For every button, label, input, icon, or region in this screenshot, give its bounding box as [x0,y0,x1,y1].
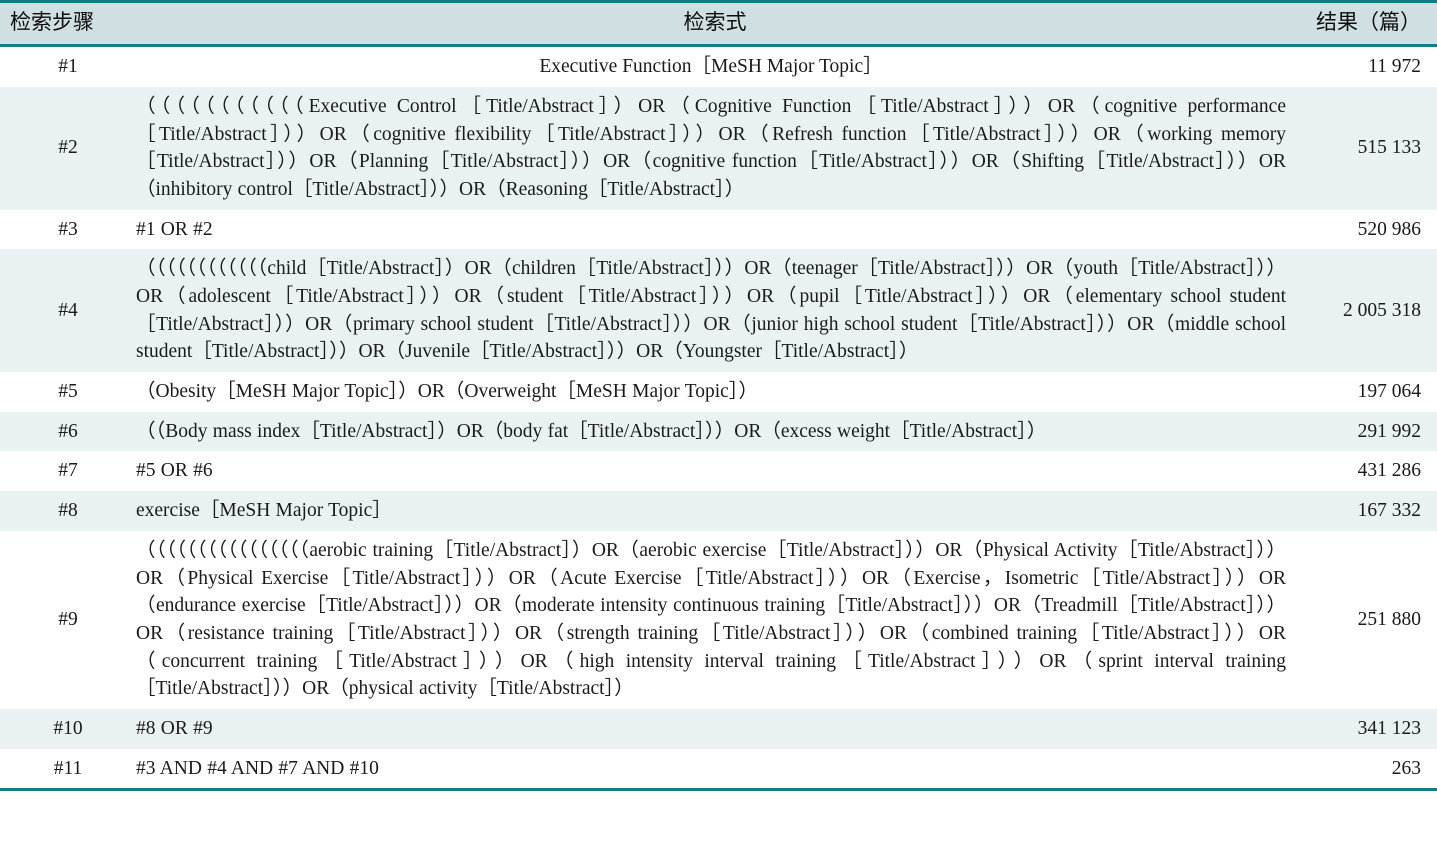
cell-search-query: （（（（（（（（（（（Executive Control［Title/Abstr… [136,95,1286,200]
cell-result-count: 167 332 [1357,500,1421,522]
cell-result-count: 431 286 [1357,460,1421,482]
cell-result-count: 197 064 [1357,381,1421,403]
table-row: #4 （（（（（（（（（（（（child［Title/Abstract］）OR（c… [0,249,1437,373]
table-row: #9 （（（（（（（（（（（（（（（（aerobic training［Title… [0,530,1437,709]
cell-search-step: #10 [53,717,83,739]
cell-search-step: #11 [0,748,130,792]
cell-result-count: 11 972 [1368,56,1421,78]
cell-search-step: #8 [58,500,78,522]
cell-result-count: 263 [1300,748,1437,792]
cell-search-step: #2 [58,137,78,159]
cell-search-query: （Obesity［MeSH Major Topic］）OR（Overweight… [136,381,759,403]
cell-search-query: #3 AND #4 AND #7 AND #10 [130,748,1300,792]
table-body: #1 Executive Function［MeSH Major Topic］ 11… [0,45,1437,792]
table-row: #8 exercise［MeSH Major Topic］ 167 332 [0,491,1437,531]
cell-search-query: #1 OR #2 [136,218,213,240]
column-header-result: 结果（篇） [1300,0,1437,48]
cell-search-step: #4 [58,299,78,321]
column-header-step: 检索步骤 [0,0,130,48]
cell-result-count: 2 005 318 [1343,299,1421,321]
cell-search-query: #8 OR #9 [136,717,213,739]
cell-search-step: #3 [58,218,78,240]
search-strategy-table: 检索步骤 检索式 结果（篇） #1 Executive Function［MeSH… [0,0,1437,792]
cell-result-count: 291 992 [1357,420,1421,442]
table-row: #7 #5 OR #6 431 286 [0,451,1437,492]
cell-search-step: #6 [58,420,78,442]
cell-search-step: #5 [58,381,78,403]
cell-search-step: #9 [58,609,78,631]
cell-result-count: 515 133 [1357,137,1421,159]
table-header: 检索步骤 检索式 结果（篇） [0,0,1437,48]
table-row: #1 Executive Function［MeSH Major Topic］ 11… [0,45,1437,87]
cell-search-query: （（（（（（（（（（（（child［Title/Abstract］）OR（chi… [136,258,1286,363]
cell-search-query: exercise［MeSH Major Topic］ [136,500,392,522]
cell-search-step: #1 [58,56,78,78]
cell-search-query: Executive Function［MeSH Major Topic］ [539,56,883,78]
cell-search-query: #5 OR #6 [136,460,213,482]
cell-search-query: （（（（（（（（（（（（（（（（aerobic training［Title/A… [136,539,1286,700]
cell-search-step: #7 [58,460,78,482]
table-row: #6 （（Body mass index［Title/Abstract］）OR（b… [0,411,1437,452]
cell-result-count: 251 880 [1357,609,1421,631]
table-row: #3 #1 OR #2 520 986 [0,209,1437,250]
table-row: #2 （（（（（（（（（（（Executive Control［Title/Abs… [0,86,1437,210]
table-row: #10 #8 OR #9 341 123 [0,708,1437,749]
header-row: 检索步骤 检索式 结果（篇） [0,0,1437,48]
cell-result-count: 520 986 [1357,218,1421,240]
table-row: #5 （Obesity［MeSH Major Topic］）OR（Overweig… [0,372,1437,412]
column-header-query: 检索式 [130,0,1300,48]
cell-search-query: （（Body mass index［Title/Abstract］）OR（bod… [136,420,1047,442]
cell-result-count: 341 123 [1357,717,1421,739]
